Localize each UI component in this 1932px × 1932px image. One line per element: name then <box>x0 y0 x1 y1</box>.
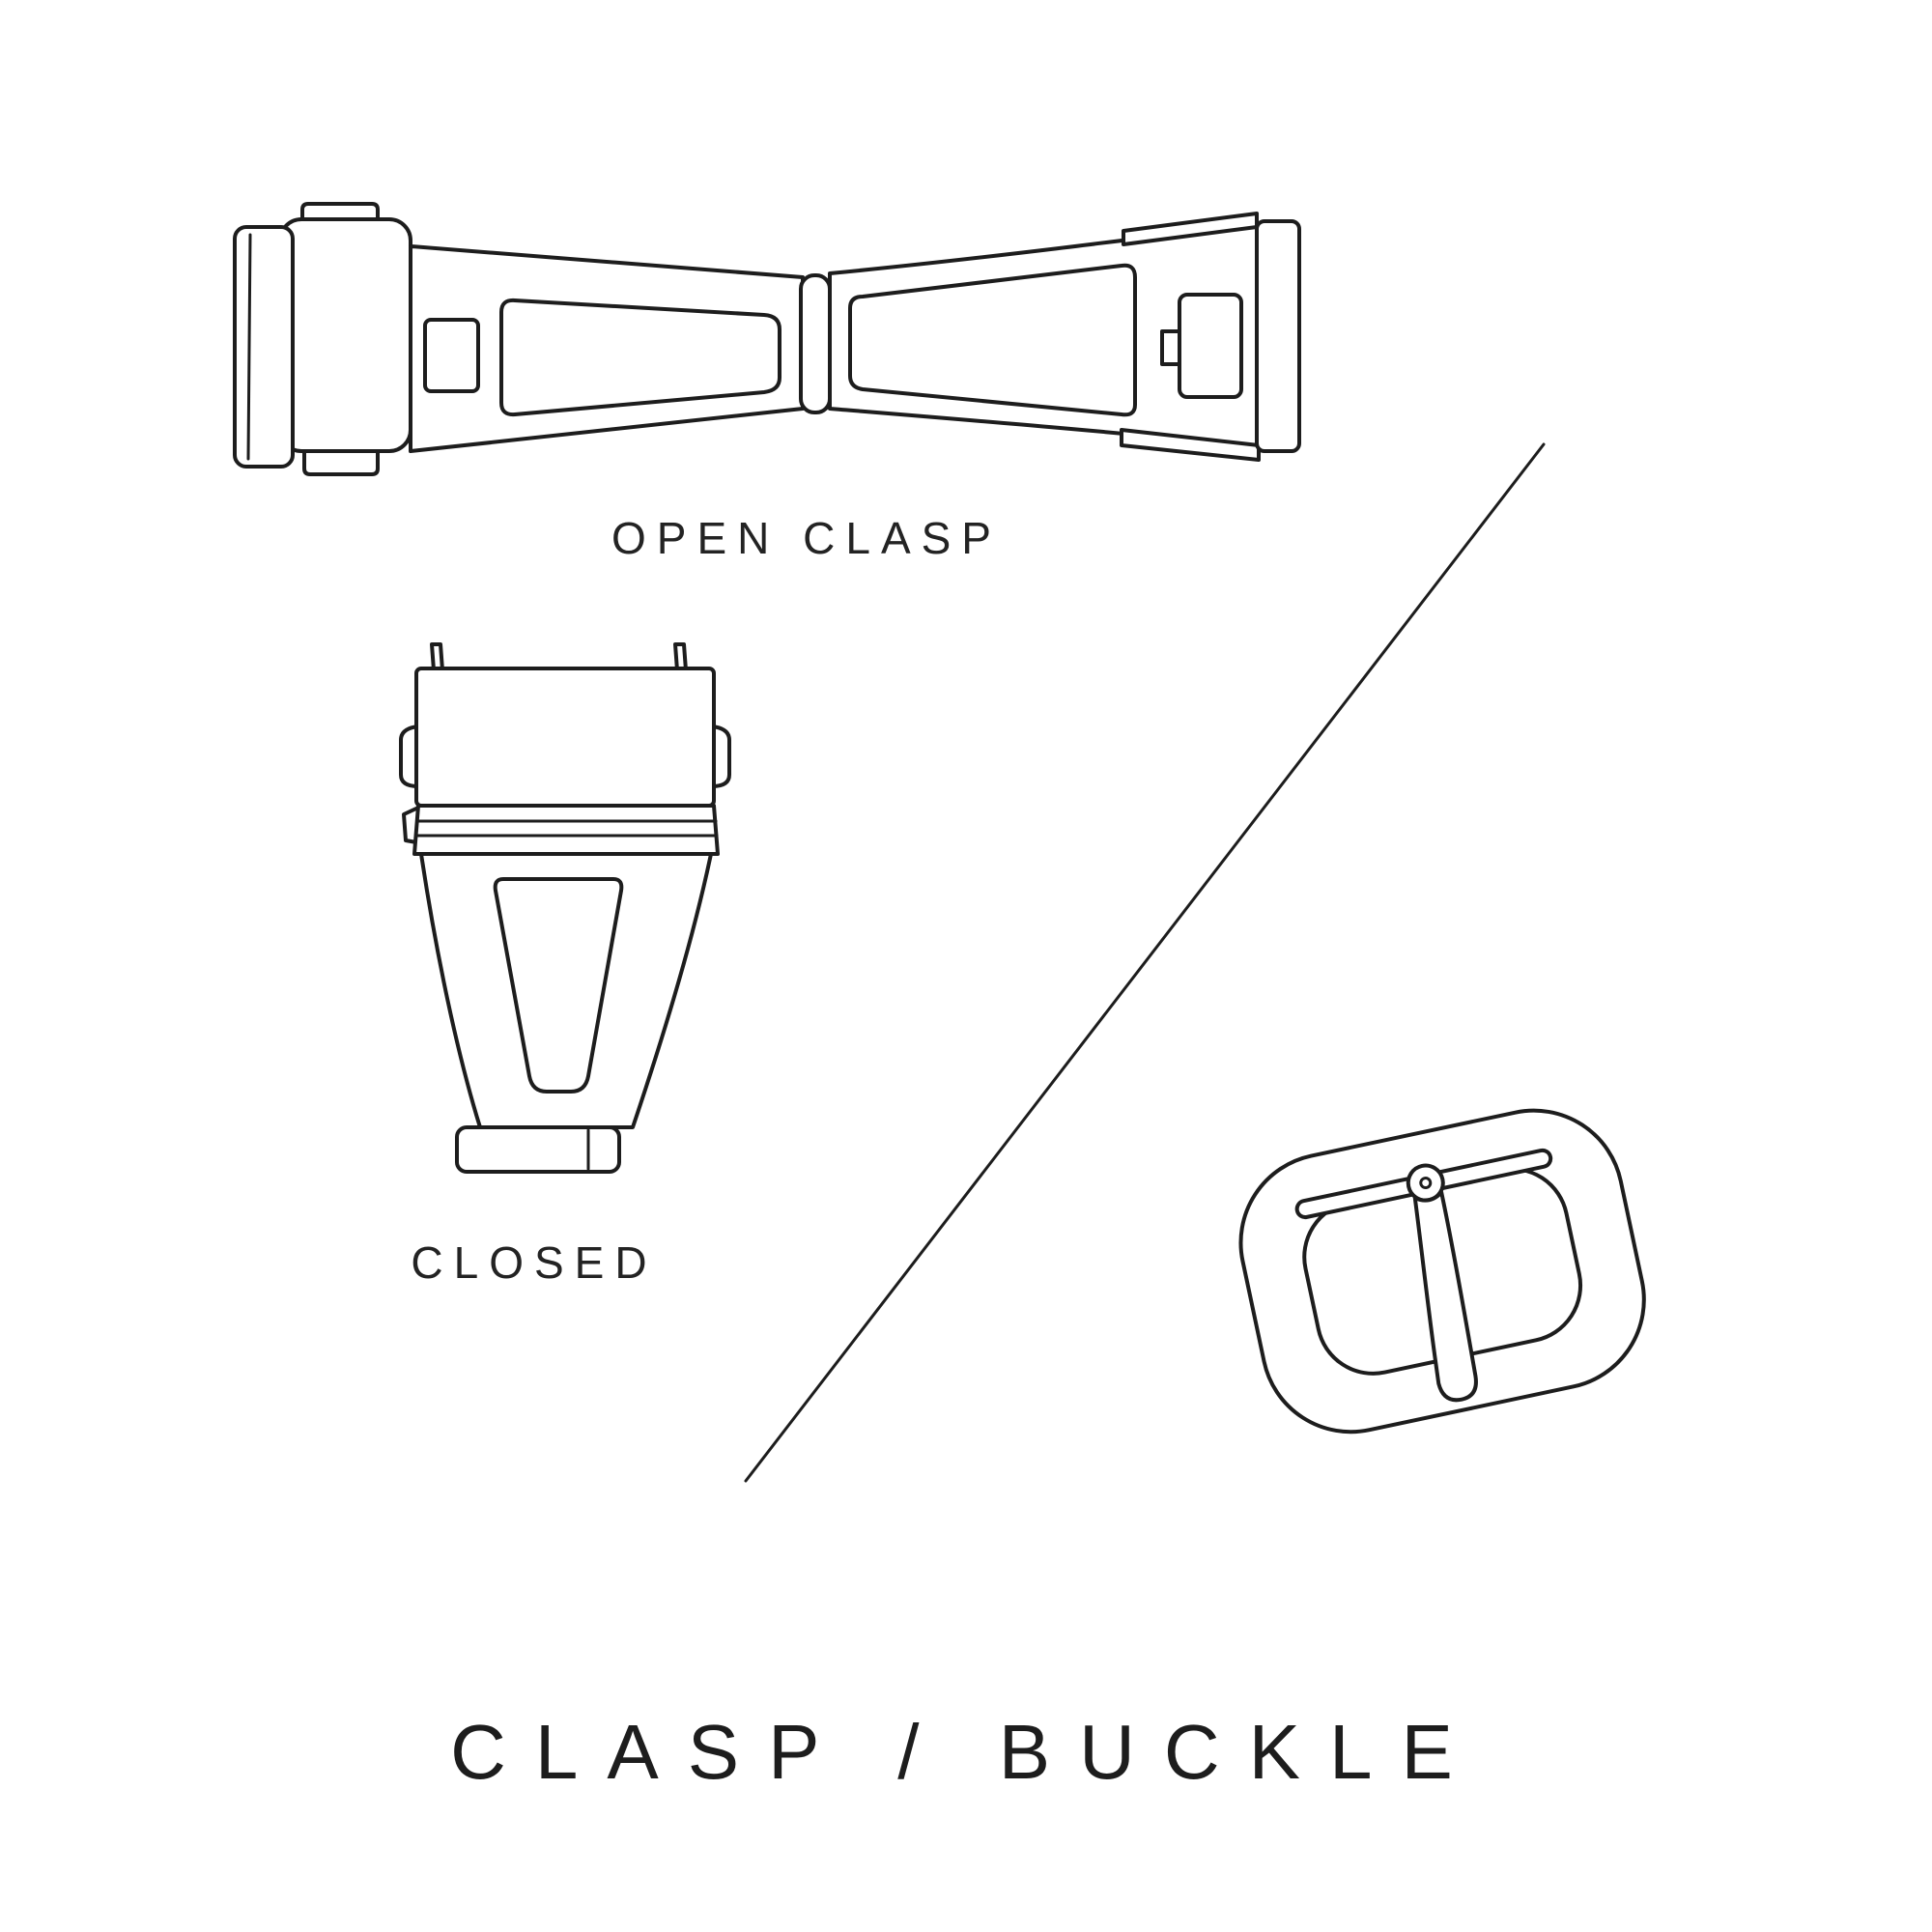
closed-clasp-hinge-band <box>412 804 720 856</box>
closed-clasp-prong-left <box>430 642 444 672</box>
page-title: CLASP / BUCKLE <box>450 1709 1482 1795</box>
open-clasp-hinge <box>799 273 832 414</box>
open-clasp-end-plate <box>1255 219 1301 453</box>
open-clasp-end-link <box>278 217 412 453</box>
open-clasp-label: OPEN CLASP <box>611 513 1002 563</box>
open-clasp-left-bar <box>233 225 295 469</box>
closed-clasp-illustration <box>399 642 731 1174</box>
buckle-illustration <box>1238 1108 1646 1435</box>
closed-clasp-foot <box>455 1125 621 1174</box>
open-clasp-top-flange <box>1122 212 1259 246</box>
closed-clasp-label: CLOSED <box>411 1237 658 1288</box>
closed-clasp-ear-left <box>399 724 420 788</box>
open-clasp-left-arm <box>409 244 805 453</box>
closed-clasp-body <box>419 852 713 1129</box>
open-clasp-bottom-tab <box>302 449 380 476</box>
closed-clasp-ear-right <box>710 724 731 788</box>
closed-clasp-top-box <box>414 667 716 808</box>
open-clasp-illustration <box>233 202 1301 476</box>
open-clasp-right-arm <box>828 221 1263 449</box>
open-clasp-top-tab <box>300 202 380 229</box>
buckle-tang <box>1412 1190 1478 1403</box>
closed-clasp-prong-right <box>673 642 688 672</box>
